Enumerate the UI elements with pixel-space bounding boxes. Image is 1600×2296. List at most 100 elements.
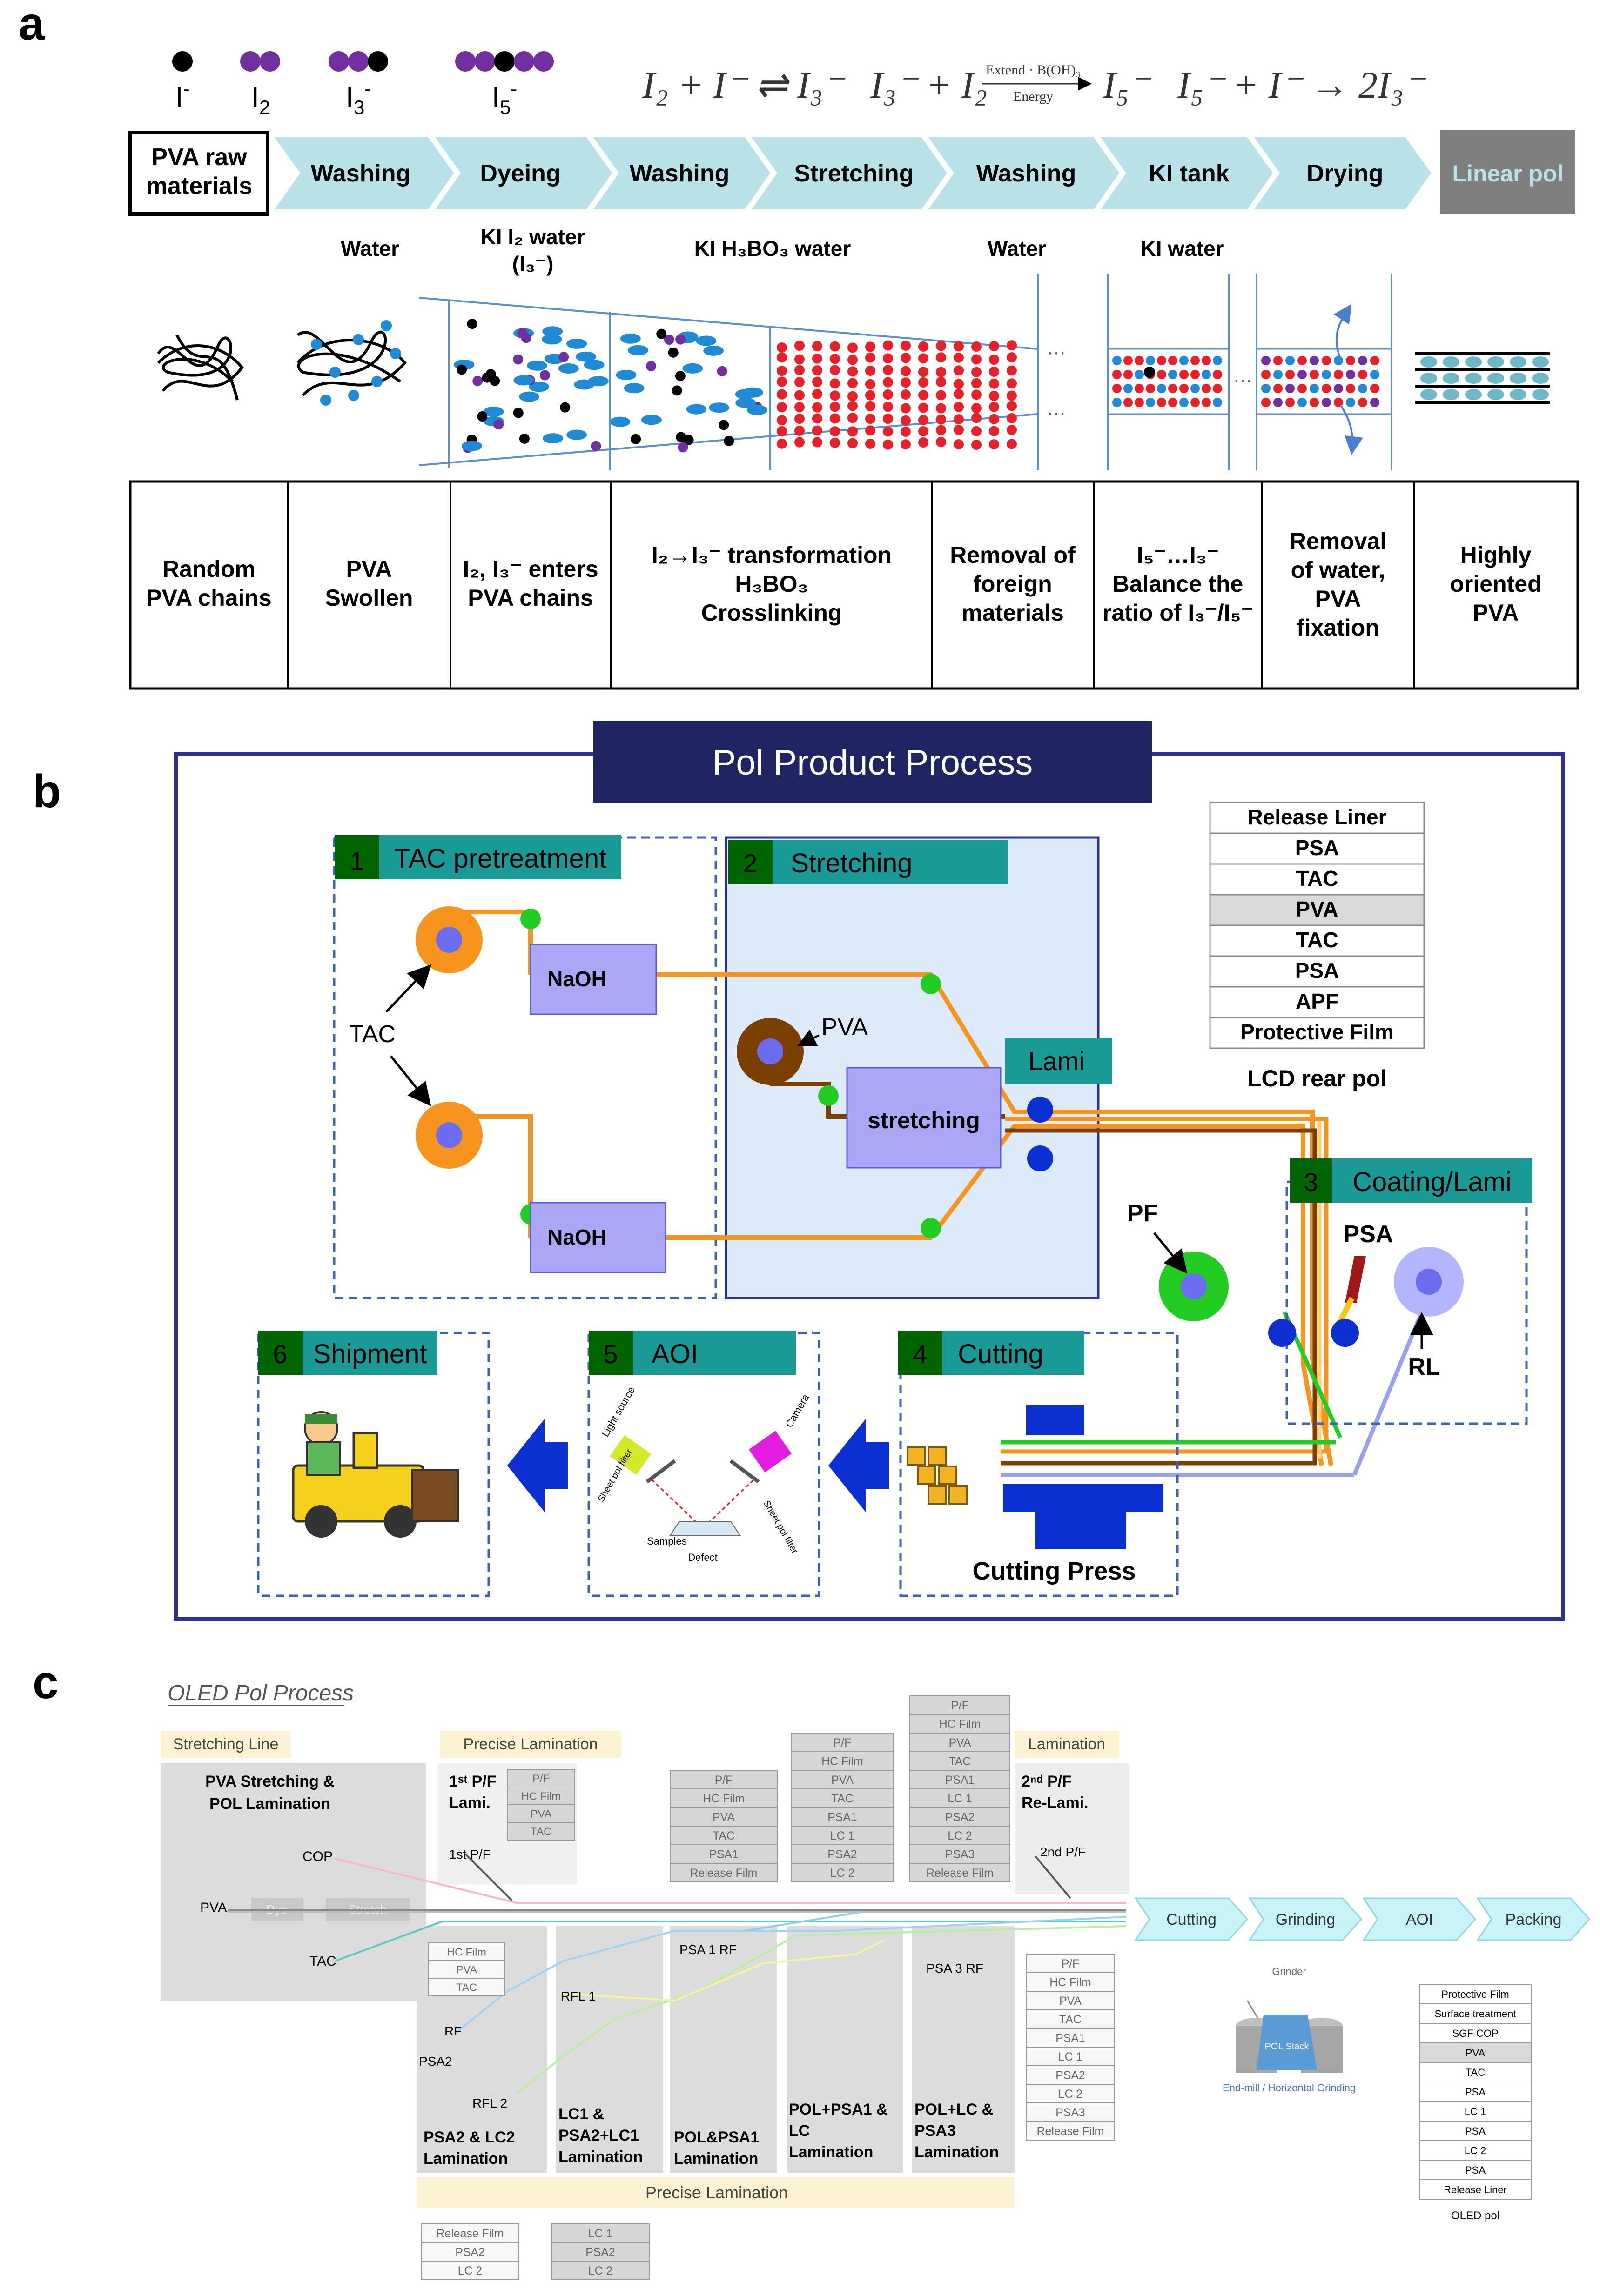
- solution-ki-i2: KI I₂ water(I₃⁻): [481, 225, 585, 276]
- svg-text:2nd P/F: 2nd P/F: [1040, 1845, 1086, 1859]
- svg-text:Washing: Washing: [630, 160, 730, 187]
- stretching-line-header: Stretching Line: [173, 1735, 279, 1753]
- layer-label: HC Film: [447, 1946, 486, 1958]
- equation-2-energy: Energy: [1013, 89, 1053, 104]
- ion-dot: [847, 366, 858, 377]
- stretching-line-block: [161, 1763, 426, 2001]
- layer-label: PSA: [1295, 958, 1339, 983]
- ion-dot: [519, 433, 530, 444]
- svg-text:RL: RL: [1408, 1353, 1440, 1380]
- ion-dot: [830, 378, 840, 389]
- ion-dot: [483, 406, 504, 417]
- triiodide-dot: [348, 51, 369, 72]
- layer-row: [1419, 2121, 1532, 2141]
- ion-dot: [1123, 356, 1133, 365]
- ion-dot: [1358, 398, 1367, 407]
- layer-label: LC 2: [588, 2265, 612, 2277]
- ion-dot: [1487, 356, 1504, 368]
- ion-dot: [575, 351, 596, 362]
- panel-c: c OLED Pol Process Stretching Line Preci…: [33, 1656, 1591, 2280]
- layer-label: PVA: [831, 1774, 854, 1787]
- finish-step: [1476, 1897, 1591, 1941]
- layer-label: PVA: [531, 1807, 552, 1820]
- ion-dot: [794, 341, 805, 351]
- ion-dot: [901, 415, 911, 426]
- solution-ki-water: KI water: [1141, 236, 1224, 261]
- svg-text:Washing: Washing: [976, 160, 1076, 187]
- coating-roller: [1268, 1319, 1296, 1347]
- camera-icon: [749, 1431, 792, 1473]
- ion-dot: [954, 402, 964, 412]
- ion-dot: [777, 342, 787, 353]
- ion-dot: [812, 388, 822, 399]
- ion-dot: [1273, 398, 1283, 407]
- ion-dot: [794, 437, 805, 448]
- ion-dot: [971, 367, 982, 377]
- solution-labels: Water KI I₂ water(I₃⁻) KI H₃BO₃ water Wa…: [341, 225, 1224, 276]
- svg-text:Grinder: Grinder: [1272, 1966, 1306, 1977]
- ion-dot: [1358, 370, 1367, 379]
- svg-text:PSA 1 RF: PSA 1 RF: [679, 1942, 737, 1957]
- ion-dot: [1532, 356, 1549, 368]
- layer-label: PSA3: [945, 1848, 975, 1861]
- ion-dot: [954, 365, 964, 376]
- precise-lamination-bottom: Precise Lamination: [645, 2183, 788, 2202]
- equation-2-condition: Extend · B(OH)₃: [986, 62, 1081, 78]
- layer-row: [551, 2261, 650, 2280]
- layer-row: [791, 1844, 894, 1864]
- ion-dot: [794, 425, 805, 436]
- svg-text:1st P/F: 1st P/F: [449, 1847, 491, 1861]
- stage-1-label: TAC pretreatment: [394, 843, 607, 874]
- ion-dot: [485, 369, 496, 380]
- layer-row: [551, 2223, 650, 2243]
- species-label: I3-: [346, 78, 371, 118]
- triiodide-dot: [368, 51, 388, 72]
- pva-stretching-label: PVA Stretching &POL Lamination: [205, 1773, 335, 1813]
- ion-dot: [1007, 378, 1017, 389]
- ion-dot: [954, 379, 964, 389]
- panel-b-label: b: [33, 765, 61, 817]
- ion-dot: [936, 390, 946, 401]
- svg-text:Stretching: Stretching: [794, 160, 914, 187]
- ion-dot: [742, 387, 763, 398]
- ion-dot: [1112, 356, 1122, 365]
- ion-dot: [954, 388, 964, 399]
- ion-dot: [936, 352, 946, 363]
- layer-row: [670, 1844, 778, 1864]
- layer-label: HC Film: [1049, 1976, 1091, 1989]
- ion-dot: [539, 370, 550, 381]
- svg-text:PSA: PSA: [1344, 1221, 1393, 1248]
- step-washing-2: Washing: [593, 137, 770, 209]
- ion-dot: [936, 367, 946, 377]
- ion-dot: [812, 365, 822, 376]
- ion-dot: [971, 378, 982, 388]
- ion-dot: [971, 403, 982, 414]
- layer-label: Release Film: [437, 2228, 504, 2240]
- ion-dot: [1007, 413, 1017, 423]
- ion-dot: [812, 353, 822, 364]
- ion-dot: [865, 401, 875, 411]
- ion-dot: [971, 341, 982, 352]
- ion-dot: [616, 369, 637, 380]
- step-washing-1: Washing: [275, 137, 454, 209]
- ion-dot: [1190, 356, 1200, 365]
- raw-materials-box: [128, 131, 269, 216]
- ion-dot: [1370, 384, 1379, 393]
- ion-dot: [1135, 398, 1144, 407]
- finish-step-label: Packing: [1506, 1911, 1562, 1928]
- ion-dot: [678, 442, 688, 453]
- ion-dot: [1135, 370, 1144, 379]
- svg-text:Linear pol: Linear pol: [1452, 161, 1564, 187]
- ion-dot: [1202, 398, 1211, 407]
- ion-dot: [989, 426, 999, 436]
- ion-dot: [521, 333, 531, 343]
- layer-row: [421, 2242, 519, 2262]
- layer-row: [1026, 1991, 1115, 2010]
- ion-dot: [519, 391, 540, 402]
- ion-dot: [542, 326, 563, 337]
- ion-dot: [1322, 384, 1331, 393]
- svg-text:2: 2: [743, 849, 757, 878]
- ion-dot: [812, 425, 822, 436]
